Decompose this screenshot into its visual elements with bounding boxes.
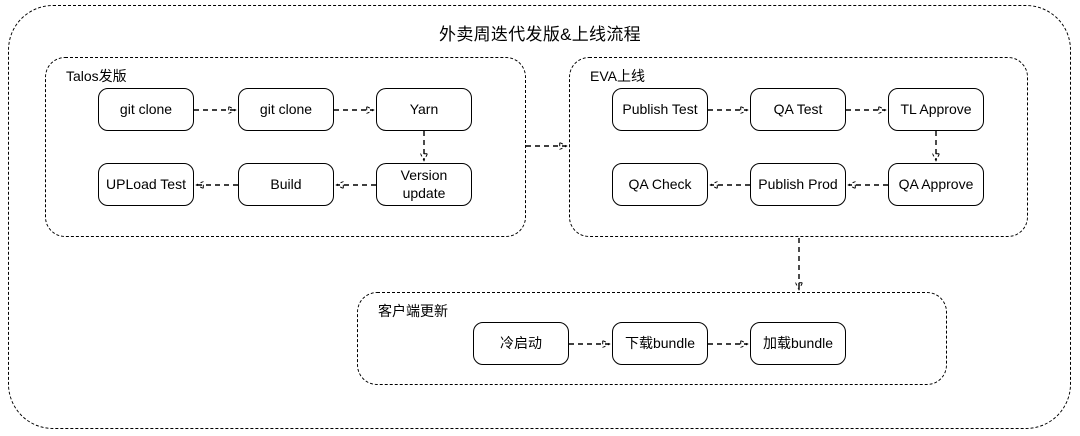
group-talos-release: Talos发版 bbox=[45, 57, 526, 237]
node-qa-approve[interactable]: QA Approve bbox=[888, 163, 984, 206]
group-client-label: 客户端更新 bbox=[378, 303, 448, 319]
node-tl-approve[interactable]: TL Approve bbox=[888, 88, 984, 131]
node-version-update[interactable]: Version update bbox=[376, 163, 472, 206]
node-yarn[interactable]: Yarn bbox=[376, 88, 472, 131]
node-load-bundle[interactable]: 加载bundle bbox=[750, 322, 846, 365]
group-eva-online: EVA上线 bbox=[569, 57, 1028, 237]
node-qa-test[interactable]: QA Test bbox=[750, 88, 846, 131]
node-download-bundle[interactable]: 下载bundle bbox=[612, 322, 708, 365]
diagram-title: 外卖周迭代发版&上线流程 bbox=[439, 25, 641, 44]
node-cold-start[interactable]: 冷启动 bbox=[473, 322, 569, 365]
group-client-update: 客户端更新 bbox=[357, 292, 947, 385]
outer-container bbox=[8, 5, 1071, 429]
group-eva-label: EVA上线 bbox=[590, 68, 645, 84]
group-talos-label: Talos发版 bbox=[66, 68, 127, 84]
node-publish-prod[interactable]: Publish Prod bbox=[750, 163, 846, 206]
node-publish-test[interactable]: Publish Test bbox=[612, 88, 708, 131]
node-git-clone-1[interactable]: git clone bbox=[98, 88, 194, 131]
node-git-clone-2[interactable]: git clone bbox=[238, 88, 334, 131]
node-qa-check[interactable]: QA Check bbox=[612, 163, 708, 206]
node-upload-test[interactable]: UPLoad Test bbox=[98, 163, 194, 206]
node-build[interactable]: Build bbox=[238, 163, 334, 206]
